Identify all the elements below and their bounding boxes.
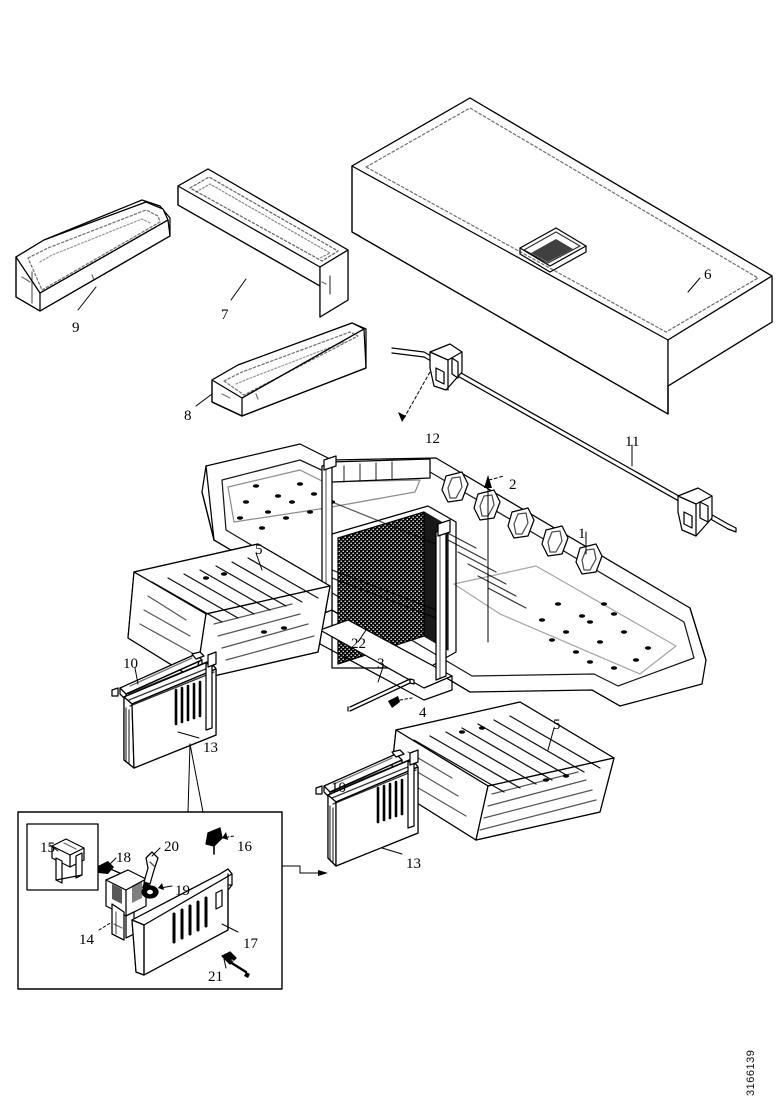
leader-15	[49, 844, 59, 852]
callout-13-right: 13	[406, 856, 421, 872]
leader-13-right	[381, 847, 403, 855]
leader-22	[357, 629, 367, 643]
callout-2: 2	[509, 477, 517, 493]
access-panel-louvers	[172, 896, 208, 944]
part-21-screw	[221, 951, 250, 978]
part-2-vertical-posts	[321, 455, 451, 681]
callout-22: 22	[351, 636, 366, 652]
part-19-bushing	[141, 885, 159, 899]
callout-1: 1	[578, 526, 586, 542]
part-15-latch-bracket	[51, 838, 85, 884]
leader-2	[488, 475, 505, 481]
part-10-guide-rail-left	[111, 651, 205, 701]
leader-18	[109, 857, 117, 865]
part-9-upper-side-rail-left	[15, 199, 171, 312]
part-14-latch-body	[105, 869, 147, 941]
callout-12: 12	[425, 431, 440, 447]
inset-leader-right	[281, 865, 328, 876]
chassis-right-ribs	[437, 527, 527, 609]
callout-9: 9	[72, 320, 80, 336]
part-6-top-cover-panel	[351, 97, 773, 415]
leader-3	[377, 666, 384, 683]
inset-leader-to-part-13	[187, 743, 204, 813]
callout-19: 19	[175, 883, 190, 899]
door-louvers-right	[376, 778, 404, 824]
leader-5-left	[255, 552, 263, 571]
callout-16: 16	[237, 839, 252, 855]
callout-4: 4	[419, 705, 427, 721]
leader-13-left	[177, 731, 200, 739]
floor-slats-left	[139, 557, 319, 661]
callout-20: 20	[164, 839, 179, 855]
part-4-rod-clip	[388, 696, 413, 708]
part-13-side-door-panel-left	[123, 651, 217, 769]
leader-12	[403, 371, 431, 419]
callout-10-right: 10	[331, 780, 346, 796]
part-12-shaft-bracket-left	[429, 343, 463, 391]
leader-21	[223, 958, 227, 969]
part-11-long-shaft	[391, 343, 737, 537]
part-13-side-door-panel-right	[327, 749, 419, 867]
floor-slats-right	[397, 715, 601, 831]
callout-3: 3	[377, 656, 385, 672]
part-7-upper-side-rail-mid	[177, 168, 349, 318]
leader-10-left	[134, 667, 139, 685]
callout-15: 15	[40, 840, 55, 856]
callout-13-left: 13	[203, 740, 218, 756]
callout-18: 18	[116, 850, 131, 866]
part-16-fastener	[205, 827, 235, 855]
callout-21: 21	[208, 969, 223, 985]
leader-17	[221, 923, 239, 933]
part-5-slatted-floor-panel-right	[389, 701, 615, 841]
leader-9	[77, 286, 97, 311]
callout-7: 7	[221, 307, 229, 323]
leader-5-right	[547, 727, 555, 751]
leader-14	[98, 921, 113, 931]
callout-8: 8	[184, 408, 192, 424]
callout-5-left: 5	[255, 542, 263, 558]
drawing-number-watermark: 3166139	[745, 1049, 757, 1096]
chassis-rear-wall-left	[329, 458, 431, 483]
callout-14: 14	[79, 932, 94, 948]
part-3-thin-rod	[347, 678, 415, 712]
chassis-rear-wall-clips	[441, 471, 603, 575]
part-8-upper-side-rail-lower	[211, 322, 367, 417]
callout-5-right: 5	[553, 717, 561, 733]
leader-8	[195, 393, 213, 407]
leader-7	[230, 278, 247, 301]
leader-20	[151, 847, 161, 857]
part-17-louvered-access-panel	[131, 868, 233, 976]
door-louvers-left	[174, 680, 202, 726]
leader-6	[687, 277, 701, 293]
part-12-shaft-bracket-right	[677, 487, 713, 537]
callout-11: 11	[625, 434, 640, 450]
callout-6: 6	[704, 267, 712, 283]
callout-10-left: 10	[123, 656, 138, 672]
part-5-slatted-floor-panel-left	[127, 543, 331, 681]
callout-17: 17	[243, 936, 258, 952]
